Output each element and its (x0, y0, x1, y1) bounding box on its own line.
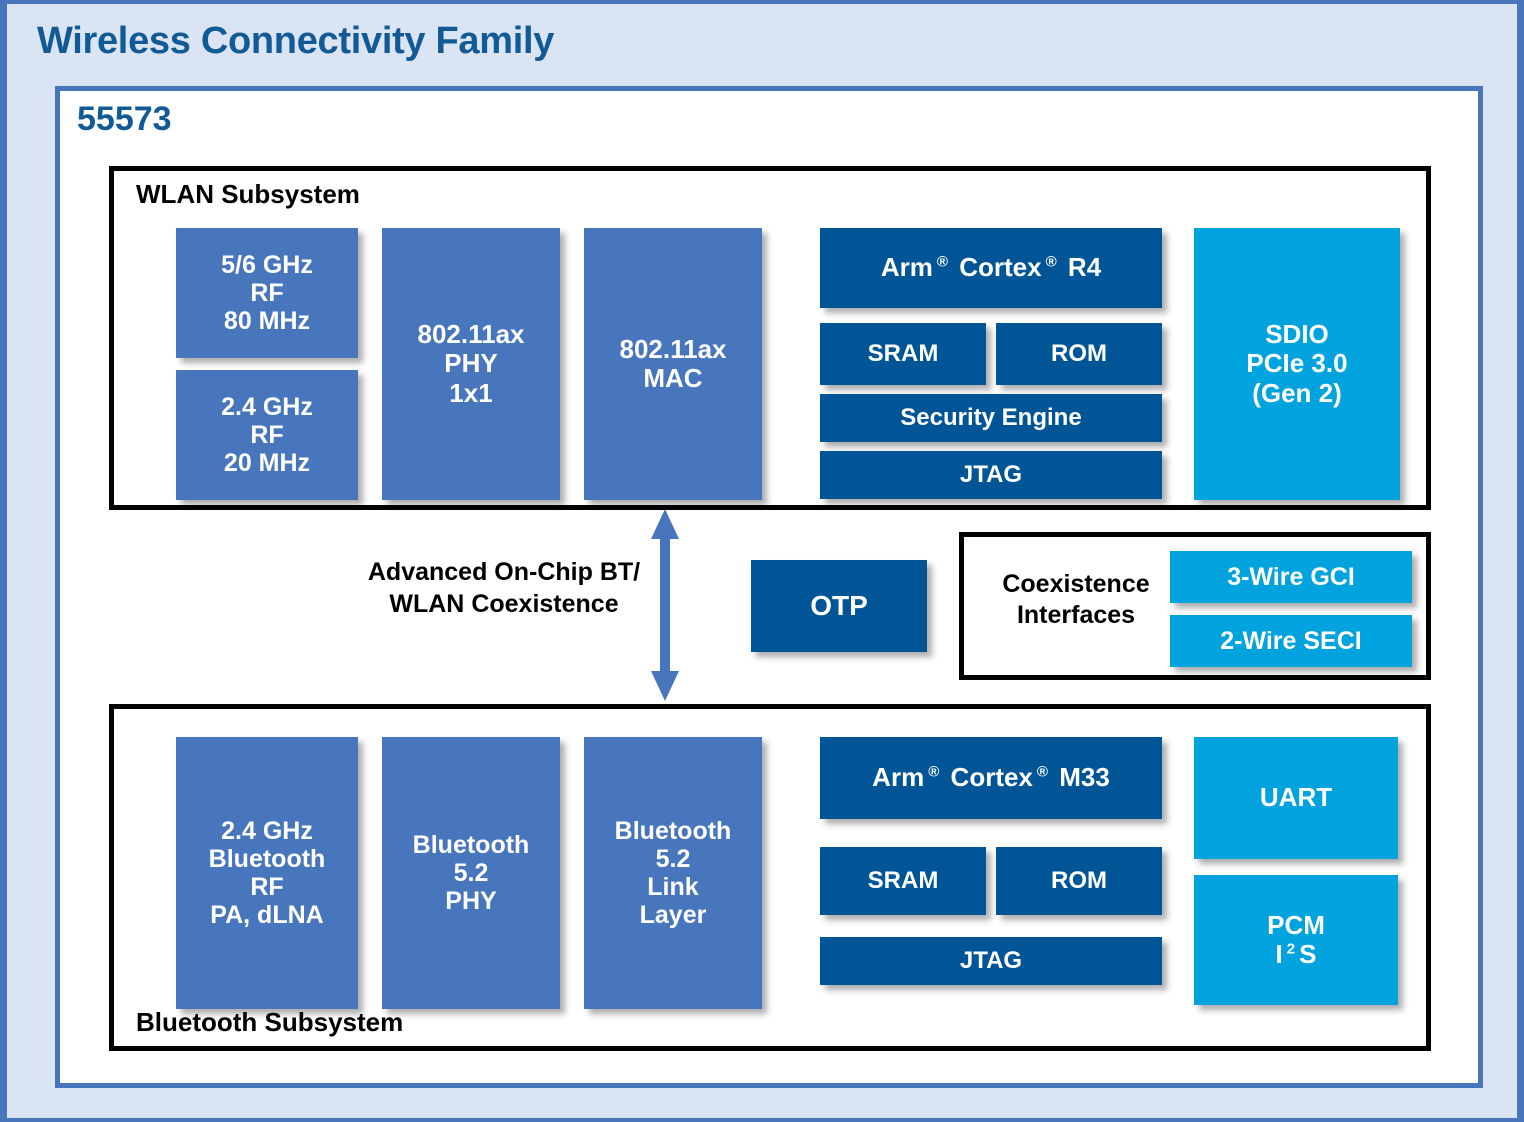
coex-gci-label: 3-Wire GCI (1227, 563, 1355, 591)
block-wlan-host-interface[interactable]: SDIO PCIe 3.0 (Gen 2) (1194, 228, 1400, 500)
wlan-phy-line2: PHY (444, 348, 498, 379)
bt-pcm-line1: PCM (1267, 909, 1325, 940)
bt-rf-line4: PA, dLNA (210, 901, 324, 929)
wlan-mac-line1: 802.11ax (619, 333, 727, 364)
wlan-hostif-line2: PCIe 3.0 (1246, 348, 1348, 379)
block-bt-phy[interactable]: Bluetooth 5.2 PHY (382, 737, 560, 1009)
block-bt-cpu[interactable]: Arm® Cortex® M33 (820, 737, 1162, 819)
wlan-rom-label: ROM (1051, 339, 1107, 367)
block-wlan-security-engine[interactable]: Security Engine (820, 394, 1162, 442)
registered-mark-icon: ® (1045, 253, 1057, 271)
bt-sram-label: SRAM (867, 866, 939, 894)
block-bt-jtag[interactable]: JTAG (820, 937, 1162, 985)
bt-link-line1: Bluetooth (614, 817, 732, 845)
wlan-rf24-line1: 2.4 GHz (221, 393, 313, 421)
block-wlan-cpu[interactable]: Arm® Cortex® R4 (820, 228, 1162, 308)
wlan-hostif-line3: (Gen 2) (1252, 377, 1342, 408)
wlan-cpu-label: Arm® Cortex® R4 (873, 253, 1109, 282)
coexistence-interfaces-label: Coexistence Interfaces (978, 569, 1174, 630)
coex-note-line1: Advanced On-Chip (367, 558, 593, 586)
bluetooth-subsystem-label: Bluetooth Subsystem (136, 1007, 404, 1037)
wlan-security-label: Security Engine (900, 403, 1082, 431)
bt-pcm-s: S (1299, 939, 1317, 969)
bt-phy-line3: PHY (445, 887, 497, 915)
wlan-jtag-label: JTAG (959, 460, 1023, 488)
coexistence-note: Advanced On-Chip BT/ WLAN Coexistence (359, 556, 649, 620)
block-bt-rf[interactable]: 2.4 GHz Bluetooth RF PA, dLNA (176, 737, 358, 1009)
coex-note-line2: BT/ WLAN (389, 558, 641, 618)
bt-link-line2: 5.2 (655, 845, 691, 873)
wlan-hostif-line1: SDIO (1265, 319, 1329, 350)
bt-pcm-i: I (1275, 939, 1283, 969)
bt-link-line4: Layer (639, 901, 707, 929)
block-bt-sram[interactable]: SRAM (820, 847, 986, 915)
wlan-subsystem-group: WLAN Subsystem 5/6 GHz RF 80 MHz 2.4 GHz… (109, 166, 1431, 510)
bt-cpu-prefix: Arm (872, 762, 925, 793)
bt-phy-line1: Bluetooth (412, 831, 530, 859)
block-bt-link-layer[interactable]: Bluetooth 5.2 Link Layer (584, 737, 762, 1009)
wlan-rf56-line2: RF (250, 279, 284, 307)
wlan-cpu-prefix: Arm (880, 252, 933, 283)
wlan-cpu-middle: Cortex (951, 252, 1042, 283)
bt-cpu-suffix: M33 (1052, 762, 1110, 793)
block-2-wire-seci[interactable]: 2-Wire SECI (1170, 615, 1412, 667)
bt-pcm-superscript: 2 (1286, 940, 1296, 958)
block-bt-rom[interactable]: ROM (996, 847, 1162, 915)
wlan-phy-line1: 802.11ax (417, 319, 525, 350)
coexistence-interfaces-group: Coexistence Interfaces 3-Wire GCI 2-Wire… (959, 532, 1431, 680)
registered-mark-icon: ® (936, 253, 948, 271)
bluetooth-subsystem-group: Bluetooth Subsystem 2.4 GHz Bluetooth RF… (109, 704, 1431, 1051)
coex-seci-label: 2-Wire SECI (1220, 627, 1362, 655)
bt-rf-line1: 2.4 GHz (221, 817, 313, 845)
wlan-rf24-line3: 20 MHz (223, 449, 311, 477)
block-wlan-rf-5-6ghz[interactable]: 5/6 GHz RF 80 MHz (176, 228, 358, 358)
wlan-rf56-line1: 5/6 GHz (221, 251, 313, 279)
registered-mark-icon: ® (928, 763, 940, 781)
wlan-cpu-suffix: R4 (1060, 252, 1102, 283)
block-wlan-jtag[interactable]: JTAG (820, 451, 1162, 499)
block-wlan-phy[interactable]: 802.11ax PHY 1x1 (382, 228, 560, 500)
block-otp[interactable]: OTP (751, 560, 927, 652)
registered-mark-icon: ® (1036, 763, 1049, 781)
block-3-wire-gci[interactable]: 3-Wire GCI (1170, 551, 1412, 603)
bt-phy-line2: 5.2 (453, 859, 489, 887)
block-wlan-sram[interactable]: SRAM (820, 323, 986, 385)
wlan-phy-line3: 1x1 (449, 377, 493, 408)
wlan-sram-label: SRAM (867, 339, 939, 367)
bt-uart-label: UART (1259, 782, 1333, 813)
otp-label: OTP (810, 590, 868, 622)
bt-rf-line2: Bluetooth (208, 845, 326, 873)
bt-rom-label: ROM (1051, 866, 1107, 894)
coex-note-line3: Coexistence (471, 590, 619, 618)
device-part-number: 55573 (77, 100, 172, 138)
page-title: Wireless Connectivity Family (37, 20, 555, 62)
wlan-rf56-line3: 80 MHz (223, 307, 311, 335)
coex-label-line1: Coexistence (1002, 570, 1150, 598)
block-bt-uart[interactable]: UART (1194, 737, 1398, 859)
bt-link-line3: Link (647, 873, 699, 901)
bt-rf-line3: RF (250, 873, 284, 901)
bt-cpu-middle: Cortex (943, 762, 1033, 793)
wlan-mac-line2: MAC (643, 363, 703, 393)
block-wlan-rf-2-4ghz[interactable]: 2.4 GHz RF 20 MHz (176, 370, 358, 500)
coex-label-line2: Interfaces (1016, 600, 1136, 629)
wlan-subsystem-label: WLAN Subsystem (136, 179, 360, 209)
block-wlan-mac[interactable]: 802.11ax MAC (584, 228, 762, 500)
wlan-rf24-line2: RF (250, 421, 284, 449)
bt-jtag-label: JTAG (959, 946, 1023, 974)
bt-cpu-label: Arm® Cortex® M33 (864, 763, 1118, 792)
double-headed-vertical-arrow-icon (651, 509, 679, 701)
block-wlan-rom[interactable]: ROM (996, 323, 1162, 385)
